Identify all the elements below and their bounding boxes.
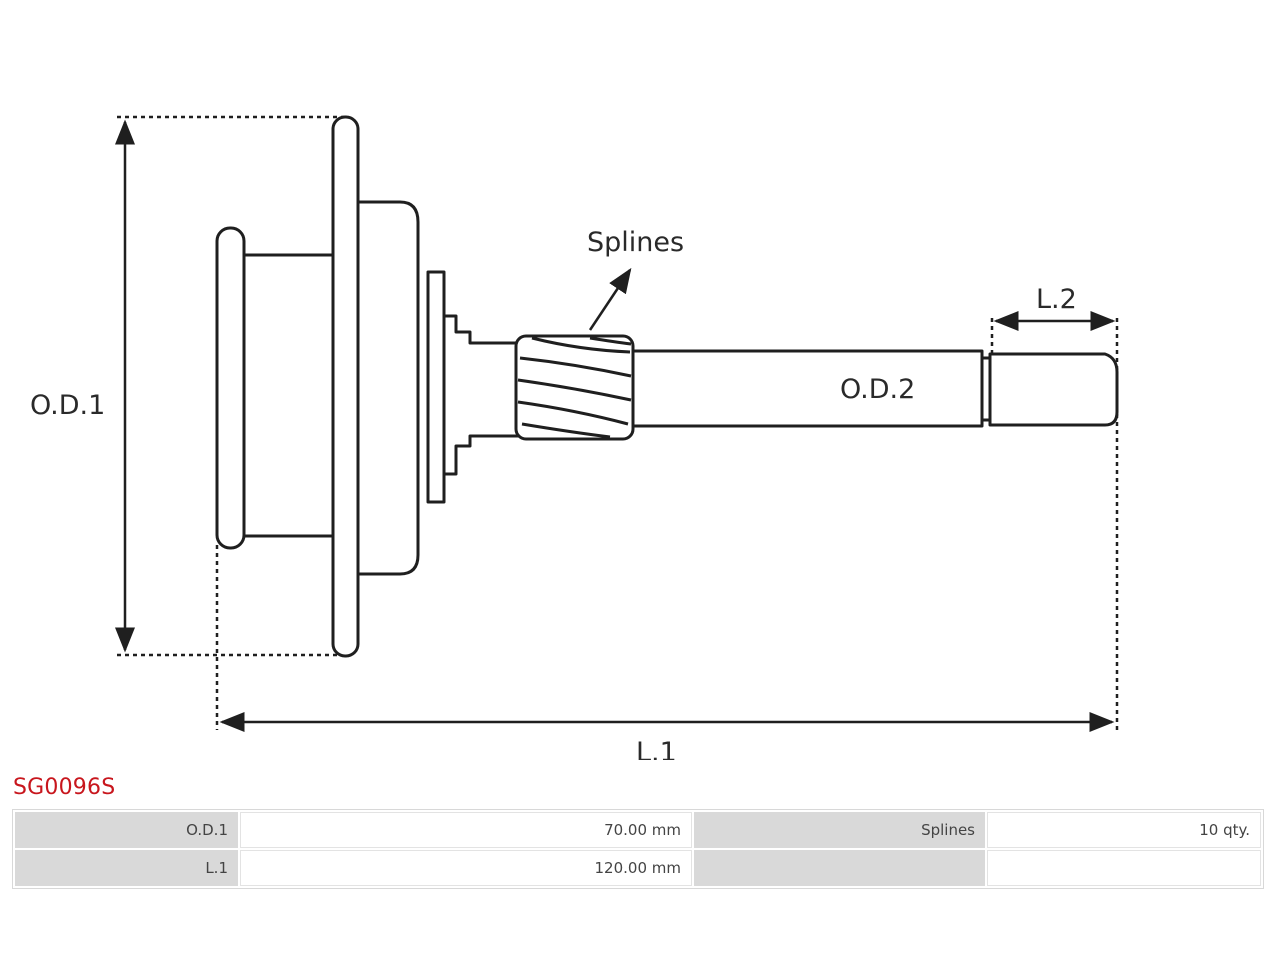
spec-key-l1: L.1 (15, 850, 238, 886)
specifications-table: O.D.1 70.00 mm Splines 10 qty. L.1 120.0… (12, 809, 1264, 889)
spec-key-splines: Splines (694, 812, 985, 848)
l2-label: L.2 (1036, 284, 1077, 315)
od1-label: O.D.1 (30, 390, 105, 421)
spec-value-od1: 70.00 mm (240, 812, 692, 848)
drive-part-outline (215, 115, 1119, 658)
spec-key-empty (694, 850, 985, 886)
part-number-title: SG0096S (13, 775, 116, 800)
od2-label: O.D.2 (840, 374, 915, 405)
splines-pointer-arrow (588, 267, 632, 331)
splines-label: Splines (587, 227, 684, 258)
technical-drawing: O.D.1 O.D.2 L.1 L.2 Splines (30, 115, 1119, 760)
spec-value-l1: 120.00 mm (240, 850, 692, 886)
l1-label: L.1 (636, 737, 677, 760)
table-row: O.D.1 70.00 mm Splines 10 qty. (15, 812, 1261, 848)
table-row: L.1 120.00 mm (15, 850, 1261, 886)
spec-value-empty (987, 850, 1261, 886)
spec-key-od1: O.D.1 (15, 812, 238, 848)
spec-value-splines: 10 qty. (987, 812, 1261, 848)
